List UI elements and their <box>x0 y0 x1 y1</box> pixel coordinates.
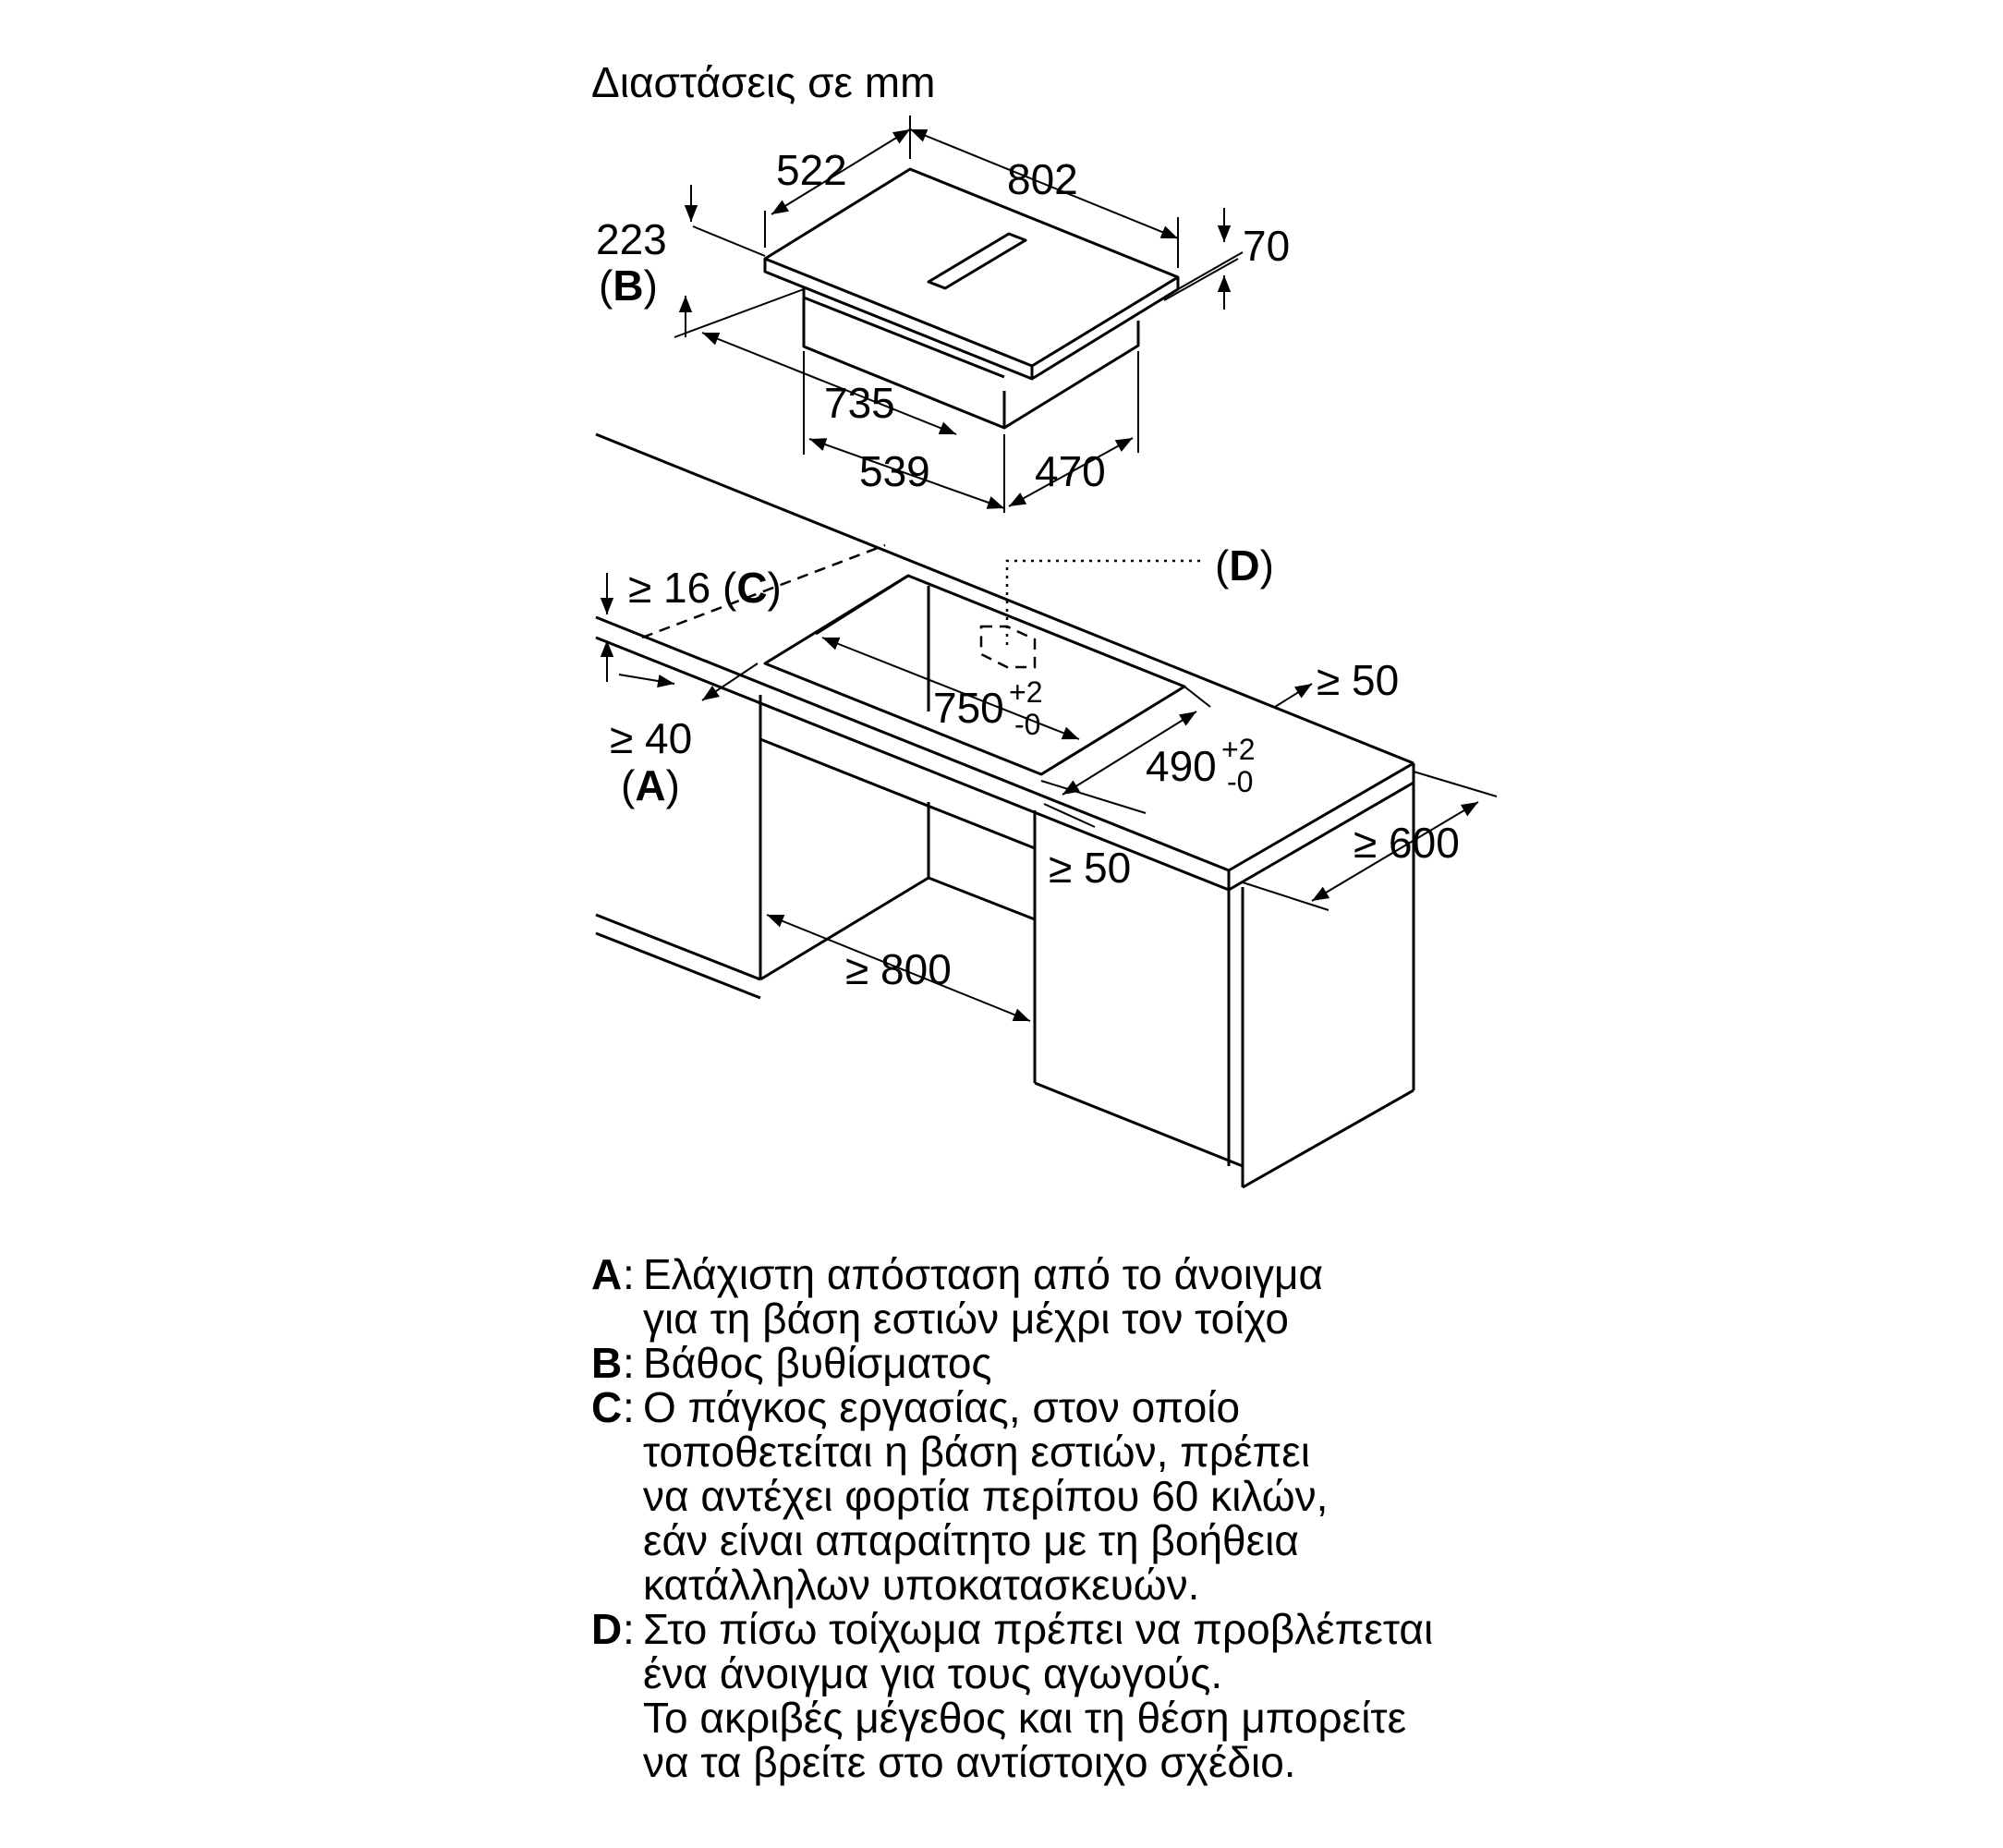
diagram-title: Διαστάσεις σε mm <box>591 58 935 106</box>
svg-text:802: 802 <box>1007 155 1078 203</box>
svg-text:(D): (D) <box>1215 541 1274 590</box>
legend-entry-C: C: Ο πάγκος εργασίας, στον οποίο τοποθετ… <box>591 1383 1329 1609</box>
dim-600: ≥ 600 <box>1242 771 1498 911</box>
svg-text:750: 750 <box>933 684 1004 732</box>
section-line <box>641 543 886 639</box>
legend-entry-D: D: Στο πίσω τοίχωμα πρέπει να προβλέπετα… <box>591 1605 1434 1786</box>
svg-text:223: 223 <box>596 215 667 263</box>
dim-D: (D) <box>1005 541 1274 645</box>
svg-text:-0: -0 <box>1014 708 1040 741</box>
dim-50-back: ≥ 50 <box>1274 656 1399 708</box>
svg-text:≥ 16 (C): ≥ 16 (C) <box>628 564 782 612</box>
legend: A: Ελάχιστη απόσταση από το άνοιγμα για … <box>591 1252 1433 1784</box>
dim-735: 735 <box>701 332 1005 513</box>
legend-entry-A: A: Ελάχιστη απόσταση από το άνοιγμα για … <box>591 1250 1324 1343</box>
svg-text:≥ 600: ≥ 600 <box>1354 819 1460 867</box>
dim-50-front: ≥ 50 <box>1043 803 1131 892</box>
dim-470: 470 <box>1008 351 1139 507</box>
dim-490: 490 +2 -0 <box>1040 686 1255 814</box>
worktop-cabinet <box>595 432 1415 1189</box>
svg-text:70: 70 <box>1243 222 1290 270</box>
svg-text:539: 539 <box>859 447 930 495</box>
svg-text:≥ 50: ≥ 50 <box>1049 844 1131 892</box>
dim-16-C: ≥ 16 (C) <box>600 564 782 682</box>
svg-text:522: 522 <box>776 146 847 194</box>
svg-text:490: 490 <box>1146 742 1217 790</box>
svg-text:+2: +2 <box>1221 733 1255 766</box>
svg-text:≥ 50: ≥ 50 <box>1317 656 1399 704</box>
svg-text:470: 470 <box>1035 447 1106 495</box>
svg-text:≥ 40: ≥ 40 <box>610 714 692 762</box>
svg-text:(A): (A) <box>621 761 680 809</box>
dim-40-A: ≥ 40 (A) <box>610 663 759 809</box>
svg-text:≥ 800: ≥ 800 <box>845 945 952 993</box>
svg-text:+2: +2 <box>1009 675 1042 709</box>
dim-750: 750 +2 -0 <box>821 637 1080 741</box>
svg-text:(B): (B) <box>599 261 658 310</box>
svg-text:735: 735 <box>824 379 895 427</box>
dim-70: 70 <box>1163 208 1290 310</box>
legend-entry-B: B: Βάθος βυθίσματος <box>591 1339 992 1387</box>
svg-text:-0: -0 <box>1227 765 1253 798</box>
dim-802: 802 <box>909 128 1179 268</box>
dim-539: 539 <box>803 351 1005 509</box>
dim-223-B: 223 (B) <box>596 185 805 338</box>
dim-800: ≥ 800 <box>766 914 1031 1022</box>
